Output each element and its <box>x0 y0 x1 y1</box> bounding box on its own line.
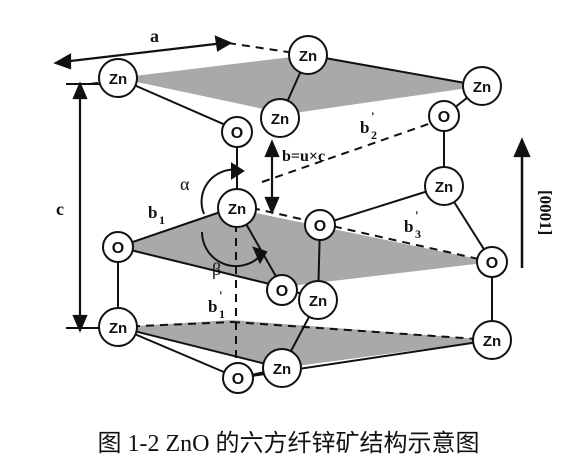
o-label: O <box>231 125 243 142</box>
middle-zn-plane <box>118 208 492 287</box>
dimension-arrows <box>53 35 531 333</box>
o-label: O <box>438 109 450 126</box>
o-atom <box>221 116 253 148</box>
o-atom <box>222 362 254 394</box>
o-atom <box>428 100 460 132</box>
label-c: c <box>56 199 64 219</box>
zn-label: Zn <box>271 111 289 128</box>
label-direction-0001: [0001] <box>536 190 555 235</box>
zn-atom <box>217 188 257 228</box>
svg-text:': ' <box>371 109 375 124</box>
zno-wurtzite-diagram: Zn Zn Zn Zn Zn Zn Zn Zn Zn Zn O O O O O … <box>53 26 555 394</box>
svg-text:2: 2 <box>371 128 377 142</box>
bottom-zn-plane <box>118 320 492 368</box>
zn-atom <box>288 35 328 75</box>
zn-atom <box>462 66 502 106</box>
zn-label: Zn <box>273 361 291 378</box>
zn-label: Zn <box>299 48 317 65</box>
zn-label: Zn <box>309 293 327 310</box>
svg-text:': ' <box>415 208 419 223</box>
o-label: O <box>314 218 326 235</box>
zn-atom <box>98 307 138 347</box>
zn-atom <box>472 320 512 360</box>
zn-label: Zn <box>109 320 127 337</box>
o-atom <box>476 246 508 278</box>
svg-text:b: b <box>360 118 369 137</box>
label-alpha: α <box>180 174 190 194</box>
zn-label: Zn <box>483 333 501 350</box>
zn-atom <box>298 280 338 320</box>
svg-text:b: b <box>404 217 413 236</box>
svg-text:3: 3 <box>415 227 421 241</box>
label-b1: b 1 <box>148 203 165 227</box>
zn-atom <box>98 58 138 98</box>
zn-atom <box>262 348 302 388</box>
label-beta: β <box>212 259 221 279</box>
o-label: O <box>112 240 124 257</box>
svg-text:b: b <box>148 203 157 222</box>
figure-caption: 图 1-2 ZnO 的六方纤锌矿结构示意图 <box>97 431 480 457</box>
svg-text:': ' <box>219 288 223 303</box>
label-b3-prime: b ' 3 <box>404 208 421 241</box>
o-label: O <box>486 255 498 272</box>
o-atom <box>304 209 336 241</box>
o-label: O <box>232 371 244 388</box>
svg-text:1: 1 <box>159 213 165 227</box>
o-atom <box>102 231 134 263</box>
angle-arcs <box>200 162 268 268</box>
o-label: O <box>276 283 288 300</box>
label-b-equation: b=u×c <box>282 148 325 165</box>
zn-atoms <box>98 35 512 388</box>
label-b1-prime: b ' 1 <box>208 288 225 321</box>
svg-text:1: 1 <box>219 307 225 321</box>
zn-atom <box>260 98 300 138</box>
zn-label: Zn <box>228 201 246 218</box>
label-a: a <box>150 26 159 46</box>
zn-label: Zn <box>473 79 491 96</box>
zn-atom <box>424 166 464 206</box>
o-atoms <box>102 100 508 394</box>
zn-label: Zn <box>435 179 453 196</box>
o-atom <box>266 274 298 306</box>
top-zn-plane <box>118 55 482 114</box>
svg-text:b: b <box>208 297 217 316</box>
zn-label: Zn <box>109 71 127 88</box>
label-b2-prime: b ' 2 <box>360 109 377 142</box>
